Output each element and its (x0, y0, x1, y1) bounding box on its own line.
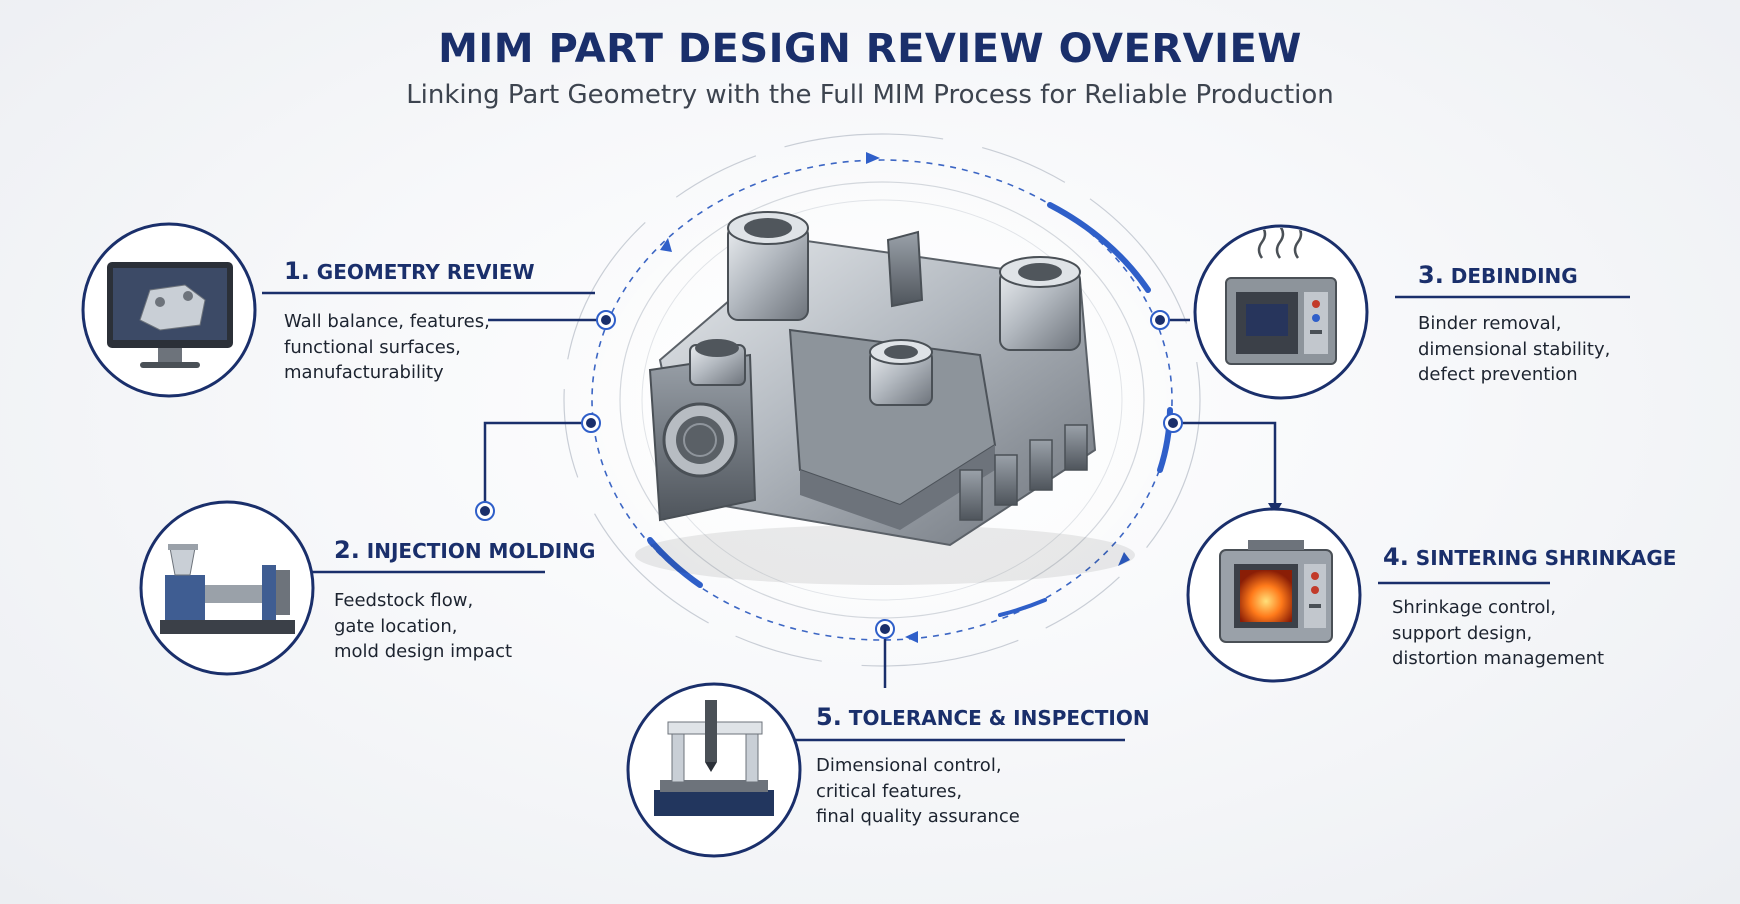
injection-molding-machine-icon (139, 500, 315, 676)
step-5-description: Dimensional control, critical features, … (816, 755, 1020, 827)
node-4 (1163, 413, 1183, 433)
connector-2 (483, 421, 591, 511)
step-1-title: 1. GEOMETRY REVIEW (284, 257, 535, 285)
node-5 (875, 619, 895, 639)
page-subtitle: Linking Part Geometry with the Full MIM … (406, 80, 1334, 110)
computer-monitor-cad-icon (81, 222, 257, 398)
step-3-description: Binder removal, dimensional stability, d… (1418, 313, 1611, 385)
step-5-title: 5. TOLERANCE & INSPECTION (816, 703, 1150, 731)
step-2-title: 2. INJECTION MOLDING (334, 536, 596, 564)
cmm-inspection-machine-icon (626, 682, 802, 858)
connector-4 (1173, 421, 1277, 505)
node-3 (1150, 310, 1170, 330)
connectors (262, 291, 1630, 742)
node-1 (596, 310, 616, 330)
step-4-title: 4. SINTERING SHRINKAGE (1383, 543, 1677, 571)
step-1-description: Wall balance, features, functional surfa… (284, 311, 490, 383)
mim-part-image (635, 211, 1135, 585)
step-3-title: 3. DEBINDING (1418, 261, 1578, 289)
step-2-description: Feedstock flow, gate location, mold desi… (334, 590, 513, 662)
page-title: MIM PART DESIGN REVIEW OVERVIEW (438, 26, 1302, 72)
node-2b (475, 501, 495, 521)
sintering-furnace-icon (1186, 507, 1362, 683)
step-4-description: Shrinkage control, support design, disto… (1392, 597, 1605, 669)
node-2a (581, 413, 601, 433)
connector-nodes (475, 310, 1183, 639)
debinding-oven-icon (1193, 224, 1369, 400)
